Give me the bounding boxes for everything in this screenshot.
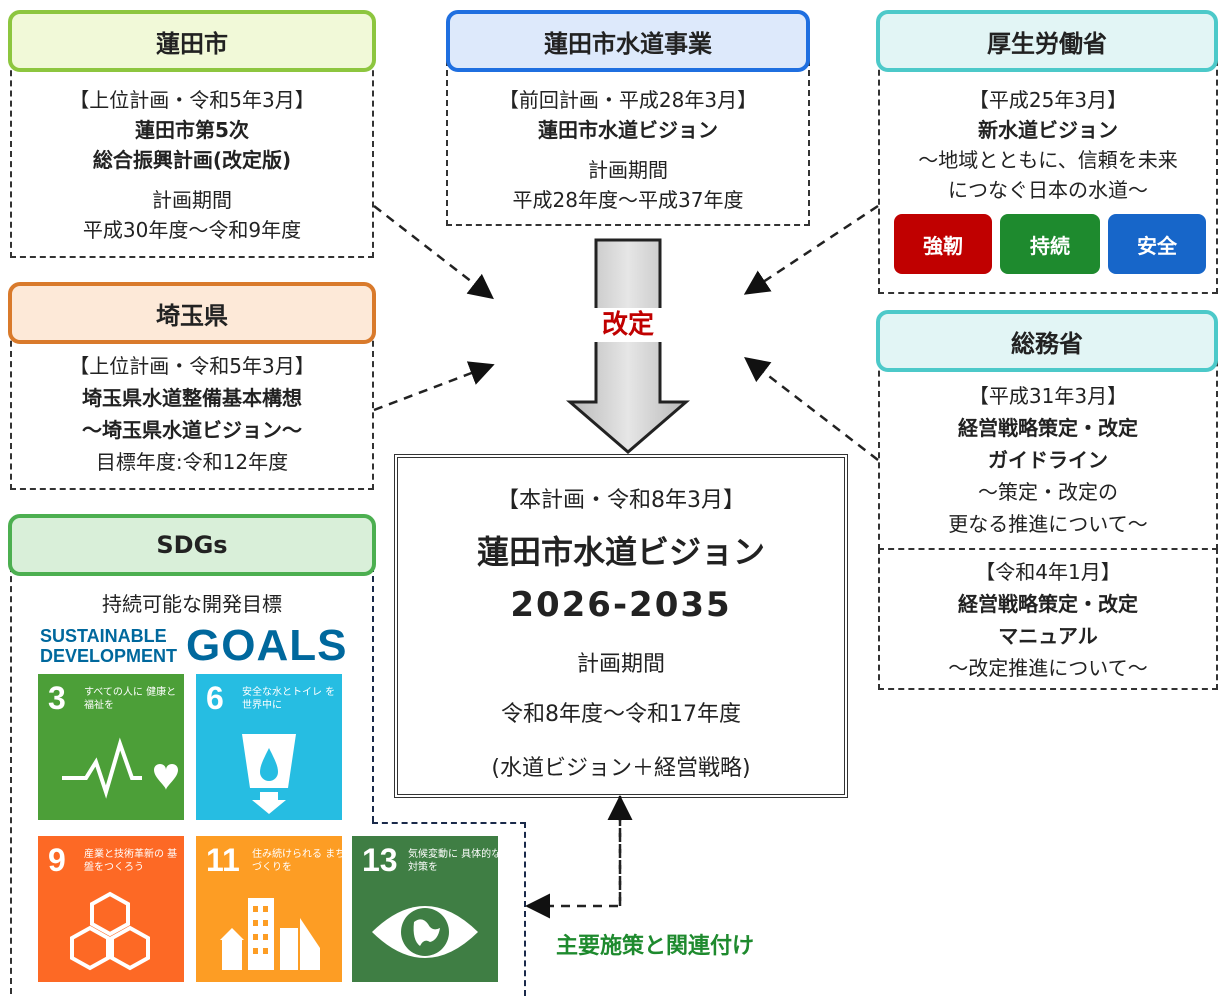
revision-label: 改定	[588, 308, 668, 342]
sdg-goal-11-number: 11	[206, 842, 240, 878]
sdg-goal-6-tile: 6 安全な水とトイレ を世界中に	[196, 674, 342, 820]
main-plan-title: 蓮田市水道ビジョン	[476, 533, 765, 571]
sdgs-logo-line1: SUSTAINABLE	[40, 626, 167, 646]
sdg-goal-6-label: 安全な水とトイレ を世界中に	[242, 687, 336, 711]
mic-a-line5: 更なる推進について～	[948, 512, 1148, 536]
sdg-goal-13-number: 13	[362, 842, 398, 878]
main-plan-years: 2026-2035	[510, 585, 732, 625]
buildings-icon	[220, 898, 320, 970]
sdgs-logo-line2: DEVELOPMENT	[40, 646, 178, 666]
mic-a-line3: ガイドライン	[988, 448, 1108, 472]
sdgs-header: SDGs	[8, 514, 376, 576]
saitama-box	[10, 310, 374, 490]
cubes-icon	[70, 891, 150, 971]
arrow-mic-to-center	[744, 356, 879, 461]
water-business-line2: 蓮田市水道ビジョン	[538, 118, 718, 142]
arrow-hasuda-to-center	[373, 205, 494, 300]
eye-globe-icon	[372, 906, 478, 958]
badge-safety: 安全	[1108, 214, 1206, 274]
sdgs-box-right-upper	[372, 546, 374, 822]
saitama-line1: 【上位計画・令和5年3月】	[69, 354, 315, 378]
mhlw-line4: につなぐ日本の水道～	[948, 178, 1148, 202]
mic-a-line2: 経営戦略策定・改定	[958, 416, 1138, 440]
mhlw-header: 厚生労働省	[876, 10, 1218, 72]
water-business-header: 蓮田市水道事業	[446, 10, 810, 72]
water-business-line4: 平成28年度～平成37年度	[512, 188, 744, 212]
hasuda-city-line4: 計画期間	[152, 188, 232, 212]
saitama-line2: 埼玉県水道整備基本構想	[82, 386, 302, 410]
link-label: 主要施策と関連付け	[556, 934, 755, 959]
mic-a-line4: ～策定・改定の	[978, 480, 1118, 504]
badge-resilience: 強靭	[894, 214, 992, 274]
saitama-line4: 目標年度:令和12年度	[95, 450, 289, 474]
hasuda-city-line2: 蓮田市第5次	[135, 118, 249, 142]
hasuda-city-line5: 平成30年度～令和9年度	[82, 218, 302, 242]
sdg-goal-6-number: 6	[206, 680, 224, 716]
sdgs-box-step	[372, 822, 526, 824]
water-glass-icon	[242, 734, 296, 814]
sdg-goal-9-label: 産業と技術革新の 基盤をつくろう	[84, 849, 178, 873]
sdg-goal-11-label: 住み続けられる まちづくりを	[252, 849, 346, 873]
sdg-goal-13-label: 気候変動に 具体的な対策を	[408, 849, 502, 873]
arrow-mhlw-to-center	[743, 204, 879, 295]
mic-box-b	[878, 548, 1218, 690]
heartbeat-icon	[62, 737, 178, 799]
main-plan-note: (水道ビジョン＋経営戦略)	[491, 756, 751, 781]
saitama-header: 埼玉県	[8, 282, 376, 344]
hasuda-city-line3: 総合振興計画(改定版)	[92, 148, 292, 172]
revision-arrow	[566, 238, 690, 454]
mic-box-a	[878, 340, 1218, 550]
sdgs-subtitle: 持続可能な開発目標	[102, 592, 282, 616]
mhlw-line3: ～地域とともに、信頼を未来	[918, 148, 1178, 172]
arrow-saitama-to-center	[373, 361, 495, 412]
main-plan-period-label: 計画期間	[576, 652, 665, 677]
mic-b-line4: ～改定推進について～	[948, 656, 1148, 680]
water-business-line1: 【前回計画・平成28年3月】	[498, 88, 758, 112]
hasuda-city-header: 蓮田市	[8, 10, 376, 72]
sdg-goal-9-tile: 9 産業と技術革新の 基盤をつくろう	[38, 836, 184, 982]
badge-sustainability: 持続	[1000, 214, 1100, 274]
hasuda-city-box	[10, 40, 374, 258]
mic-header: 総務省	[876, 310, 1218, 372]
mhlw-box	[878, 40, 1218, 294]
sdg-goal-3-tile: 3 すべての人に 健康と福祉を	[38, 674, 184, 820]
main-plan-period: 令和8年度～令和17年度	[501, 702, 741, 727]
mhlw-line2: 新水道ビジョン	[978, 118, 1118, 142]
sdg-goal-11-tile: 11 住み続けられる まちづくりを	[196, 836, 345, 982]
mic-b-line1: 【令和4年1月】	[975, 560, 1121, 584]
main-plan-line1: 【本計画・令和8年3月】	[497, 488, 745, 513]
sdgs-logo: SUSTAINABLE DEVELOPMENT GOALS	[40, 622, 350, 670]
mic-b-line2: 経営戦略策定・改定	[958, 592, 1138, 616]
mhlw-line1: 【平成25年3月】	[968, 88, 1128, 112]
hasuda-city-line1: 【上位計画・令和5年3月】	[69, 88, 315, 112]
arrow-sdgs-link	[525, 796, 622, 919]
sdg-goal-13-tile: 13 気候変動に 具体的な対策を	[352, 836, 501, 982]
saitama-line3: ～埼玉県水道ビジョン～	[82, 418, 302, 442]
sdg-goal-3-number: 3	[48, 680, 66, 716]
sdgs-box	[10, 546, 374, 994]
sdg-goal-9-number: 9	[48, 842, 66, 878]
water-business-box	[446, 40, 810, 226]
water-business-line3: 計画期間	[588, 158, 668, 182]
mic-b-line3: マニュアル	[998, 624, 1098, 648]
mic-a-line1: 【平成31年3月】	[968, 384, 1128, 408]
sdg-goal-3-label: すべての人に 健康と福祉を	[84, 687, 177, 711]
sdgs-logo-goals: GOALS	[186, 621, 348, 670]
